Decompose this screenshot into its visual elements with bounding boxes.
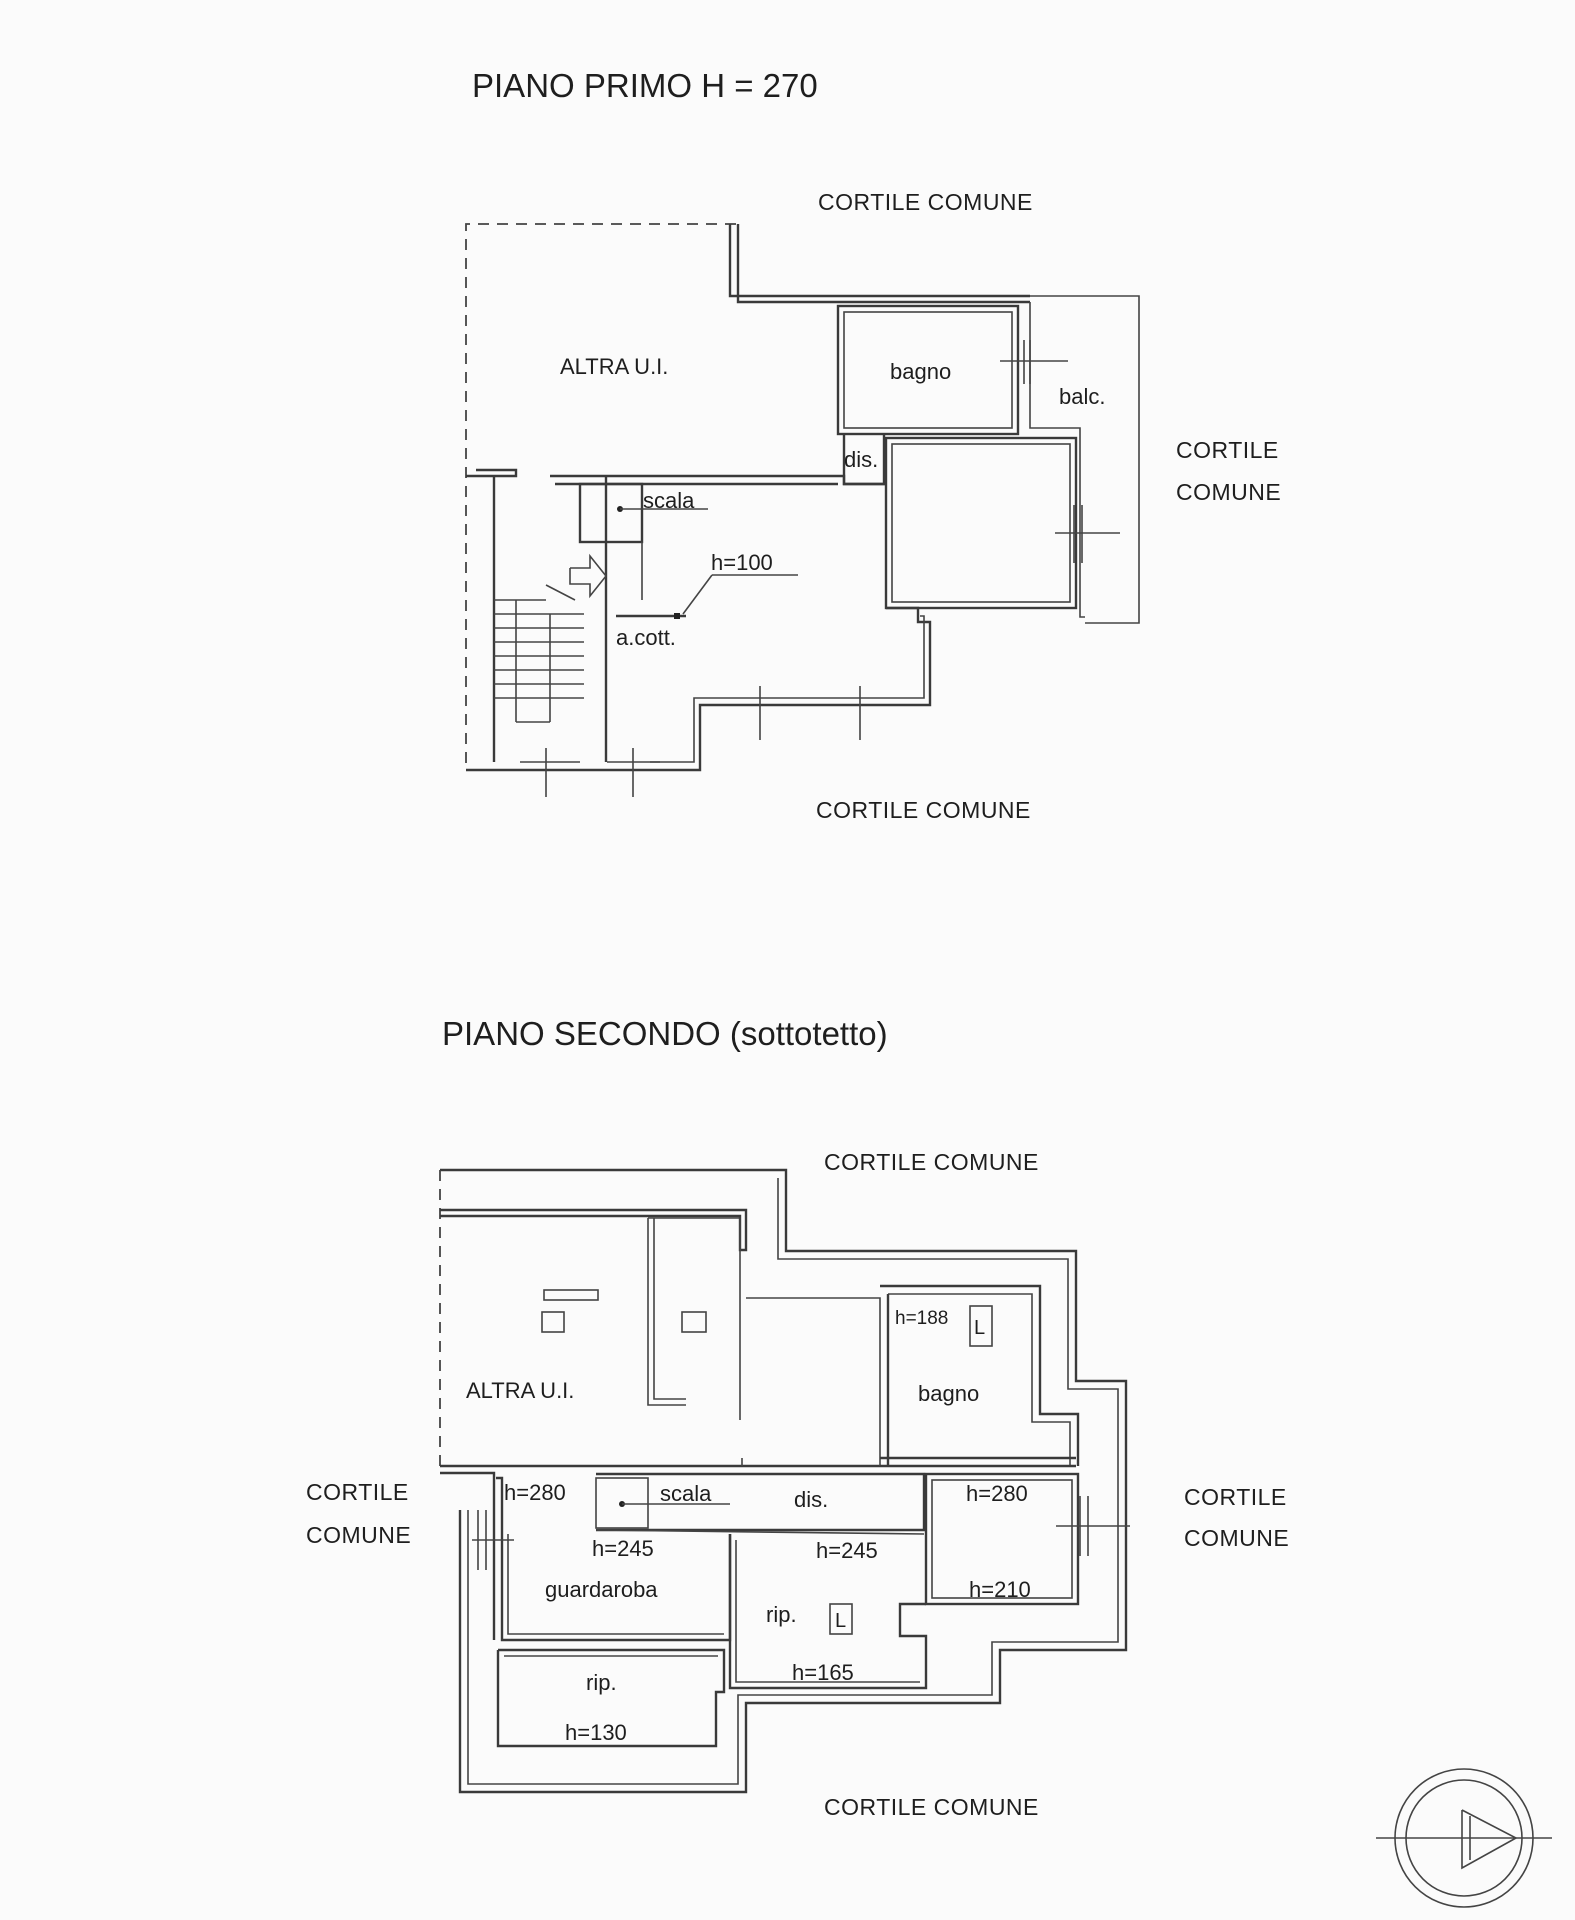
floor1-entry-arrow-icon xyxy=(569,553,608,599)
floor2-storage-marker-box xyxy=(829,1603,853,1635)
floor1-outer-wall xyxy=(736,224,1030,304)
floor2-storage-left-height: h=130 xyxy=(565,1720,627,1745)
floor2-right-room-height-high: h=280 xyxy=(966,1481,1028,1506)
floor2-right-room-walls xyxy=(924,1472,1080,1606)
floor1-height-note: h=100 xyxy=(711,550,773,575)
floor2-right-room-inner xyxy=(931,1479,1073,1599)
floor2-right-room-height-low: h=210 xyxy=(969,1577,1031,1602)
floor2-hallway xyxy=(596,1472,926,1532)
floor1-counter-leader xyxy=(682,574,713,615)
floor2-bathroom-label: bagno xyxy=(918,1381,979,1406)
floor1-stair-landing xyxy=(578,482,644,544)
floor1-stair-wall xyxy=(466,468,518,478)
floor1-stair-treads xyxy=(494,584,584,723)
floor2-other-unit-top xyxy=(440,1208,748,1252)
floor2-title: PIANO SECONDO (sottotetto) xyxy=(442,1015,888,1052)
floor2-storage-marker: L xyxy=(835,1610,846,1632)
floor2-storage-left-label: rip. xyxy=(586,1670,617,1695)
floor1-courtyard-right-line2: COMUNE xyxy=(1176,479,1281,505)
floor2-wardrobe-inner xyxy=(507,1534,724,1635)
floor1-other-unit-boundary xyxy=(465,223,738,763)
floor1-bathroom-walls xyxy=(836,304,1020,436)
floor1-hallway-label: dis. xyxy=(844,447,878,472)
floor1-courtyard-top: CORTILE COMUNE xyxy=(818,189,1033,215)
floor1-bedroom-walls xyxy=(884,436,1078,610)
floor2-outer-inner xyxy=(467,1178,1119,1785)
floor1-courtyard-bottom: CORTILE COMUNE xyxy=(816,797,1031,823)
floor2-courtyard-top: CORTILE COMUNE xyxy=(824,1149,1039,1175)
floor2-wardrobe-height-low: h=245 xyxy=(592,1536,654,1561)
floor2-partition-b xyxy=(653,1218,686,1400)
floor2-hallway-edge xyxy=(595,1529,925,1535)
floor1-title: PIANO PRIMO H = 270 xyxy=(472,67,818,104)
floor1-living-lower-inner xyxy=(650,615,925,763)
north-arrow-icon xyxy=(1376,1768,1552,1908)
floor2-bathroom-marker-box xyxy=(969,1305,993,1347)
floor1-living-lower xyxy=(466,606,932,772)
floor1-plan: PIANO PRIMO H = 270 xyxy=(465,67,1281,823)
floor2-partition-d xyxy=(746,1297,881,1466)
floor2-bathroom-inner xyxy=(888,1293,1071,1466)
floor2-courtyard-right-line1: CORTILE xyxy=(1184,1484,1287,1510)
floor2-vent-a xyxy=(541,1311,565,1333)
floor2-storage-height-high: h=245 xyxy=(816,1538,878,1563)
floor2-bathroom-walls xyxy=(880,1284,1080,1466)
floor2-courtyard-right-line2: COMUNE xyxy=(1184,1525,1289,1551)
floor1-balcony-outline xyxy=(1030,295,1140,624)
floor2-courtyard-bottom: CORTILE COMUNE xyxy=(824,1794,1039,1820)
floor2-storage-center-inner xyxy=(735,1540,920,1683)
floor1-bathroom-label: bagno xyxy=(890,359,951,384)
floor1-counter-marker xyxy=(674,613,680,619)
floor1-kitchen-label: a.cott. xyxy=(616,625,676,650)
floor2-bathroom-marker: L xyxy=(974,1317,985,1339)
floor2-partition-c xyxy=(648,1217,741,1420)
floor2-storage-center-height: h=165 xyxy=(792,1660,854,1685)
floor2-storage-center-label: rip. xyxy=(766,1602,797,1627)
floor2-partition xyxy=(647,1218,686,1406)
floor1-inner-wall-upper xyxy=(728,224,1030,298)
floor1-courtyard-right-line1: CORTILE xyxy=(1176,437,1279,463)
floor1-bathroom-inner xyxy=(843,311,1013,429)
floor2-plan: PIANO SECONDO (sottotetto) xyxy=(306,1015,1552,1908)
floor1-other-unit-label: ALTRA U.I. xyxy=(560,354,668,379)
floor2-divider-b xyxy=(440,1471,496,1640)
floor2-hallway-label: dis. xyxy=(794,1487,828,1512)
floor2-vent-bar xyxy=(543,1289,599,1301)
floor2-storage-center xyxy=(728,1534,928,1690)
floor2-storage-left xyxy=(496,1648,726,1748)
floor1-balcony-inner xyxy=(1029,302,1085,618)
floor2-other-unit-label: ALTRA U.I. xyxy=(466,1378,574,1403)
floor2-courtyard-left-line2: COMUNE xyxy=(306,1522,411,1548)
floor1-stairs-label: scala xyxy=(643,488,695,513)
floor2-wardrobe-label: guardaroba xyxy=(545,1577,658,1602)
floor2-bathroom-height: h=188 xyxy=(895,1308,948,1329)
floor2-stairs-box xyxy=(595,1477,649,1529)
floor1-balcony-label: balc. xyxy=(1059,384,1105,409)
floor2-stairs-label: scala xyxy=(660,1481,712,1506)
floor1-bedroom-inner xyxy=(891,443,1071,603)
floor2-wardrobe-height-high: h=280 xyxy=(504,1480,566,1505)
floor2-courtyard-left-line1: CORTILE xyxy=(306,1479,409,1505)
floor2-vent-b xyxy=(681,1311,707,1333)
floor2-outer-wall xyxy=(440,1168,1128,1794)
floor1-living-perimeter xyxy=(550,474,886,486)
